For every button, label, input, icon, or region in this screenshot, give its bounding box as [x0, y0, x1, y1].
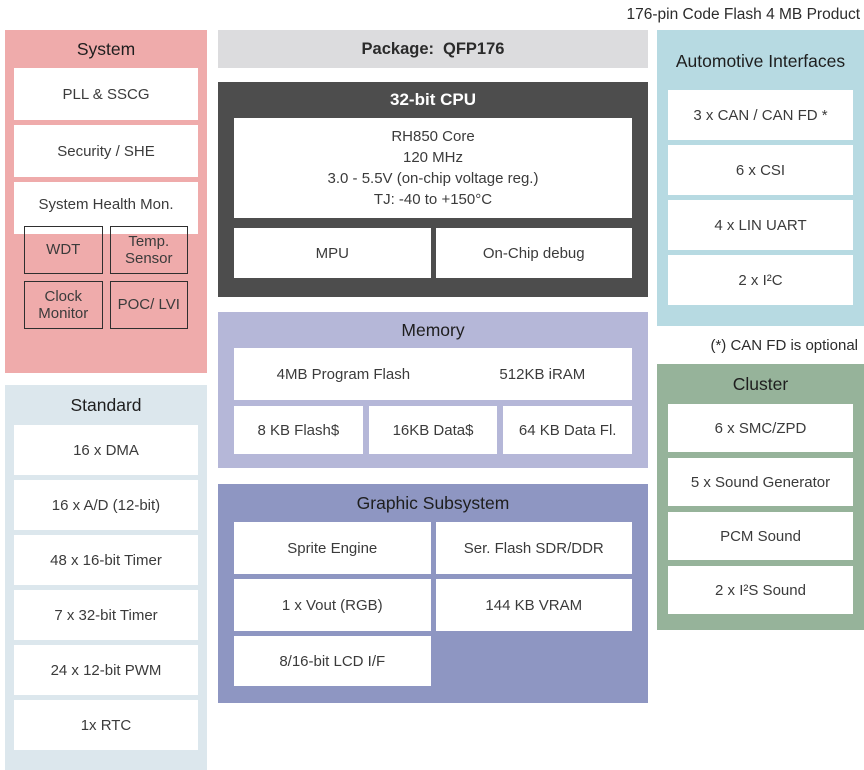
standard-item-32bit-timer: 7 x 32-bit Timer: [14, 590, 198, 640]
memory-data-cache: 16KB Data$: [368, 406, 498, 454]
cluster-title: Cluster: [732, 373, 789, 394]
standard-item-rtc: 1x RTC: [14, 700, 198, 750]
system-health-monitor-box: System Health Mon. WDT Temp. Sensor Cloc…: [14, 182, 198, 329]
cpu-onchip-debug-box: On-Chip debug: [435, 228, 632, 278]
cluster-i2s-sound: 2 x I²S Sound: [668, 566, 853, 614]
cpu-core-voltage: 3.0 - 5.5V (on-chip voltage reg.): [327, 170, 539, 187]
automotive-lin-uart: 4 x LIN UART: [668, 200, 853, 250]
cpu-core-box: RH850 Core 120 MHz 3.0 - 5.5V (on-chip v…: [234, 118, 632, 218]
cluster-sound-generator: 5 x Sound Generator: [668, 458, 853, 506]
cpu-title: 32-bit CPU: [390, 90, 476, 109]
automotive-csi: 6 x CSI: [668, 145, 853, 195]
product-label: 176-pin Code Flash 4 MB Product: [626, 6, 860, 23]
system-health-grid: WDT Temp. Sensor Clock Monitor POC/ LVI: [24, 226, 188, 329]
memory-row-flash-iram: 4MB Program Flash 512KB iRAM: [234, 348, 632, 400]
memory-program-flash: 4MB Program Flash: [276, 365, 411, 383]
cpu-core-name: RH850 Core: [391, 128, 475, 145]
cpu-sub-row: MPU On-Chip debug: [234, 228, 632, 278]
cluster-smc-zpd: 6 x SMC/ZPD: [668, 404, 853, 452]
canfd-footnote: (*) CAN FD is optional: [710, 337, 858, 354]
graphic-vram: 144 KB VRAM: [435, 579, 632, 631]
memory-flash-cache: 8 KB Flash$: [234, 406, 363, 454]
health-cell-temp-sensor: Temp. Sensor: [109, 226, 188, 274]
system-block: System PLL & SSCG Security / SHE System …: [5, 30, 207, 373]
memory-block: Memory 4MB Program Flash 512KB iRAM 8 KB…: [218, 312, 648, 468]
cpu-core-frequency: 120 MHz: [402, 149, 464, 166]
package-label: Package:: [361, 39, 434, 58]
graphic-lcd-interface: 8/16-bit LCD I/F: [234, 636, 431, 686]
health-cell-clock-monitor: Clock Monitor: [24, 281, 103, 329]
memory-iram: 512KB iRAM: [499, 365, 586, 383]
standard-item-adc: 16 x A/D (12-bit): [14, 480, 198, 530]
memory-cache-row: 8 KB Flash$ 16KB Data$ 64 KB Data Fl.: [234, 406, 633, 454]
cpu-mpu-box: MPU: [234, 228, 431, 278]
automotive-can: 3 x CAN / CAN FD *: [668, 90, 853, 140]
system-item-security-she: Security / SHE: [14, 125, 198, 177]
cpu-block: 32-bit CPU RH850 Core 120 MHz 3.0 - 5.5V…: [218, 82, 648, 297]
system-item-pll-sscg: PLL & SSCG: [14, 68, 198, 120]
package-value: QFP176: [443, 39, 505, 58]
memory-data-flash: 64 KB Data Fl.: [503, 406, 633, 454]
cluster-block: Cluster 6 x SMC/ZPD 5 x Sound Generator …: [657, 364, 864, 630]
graphic-vout: 1 x Vout (RGB): [234, 579, 431, 631]
health-cell-wdt: WDT: [24, 226, 103, 274]
standard-title: Standard: [70, 394, 142, 415]
system-health-title: System Health Mon.: [38, 196, 174, 213]
standard-item-16bit-timer: 48 x 16-bit Timer: [14, 535, 198, 585]
graphic-grid: Sprite Engine Ser. Flash SDR/DDR 1 x Vou…: [234, 522, 632, 686]
automotive-i2c: 2 x I²C: [668, 255, 853, 305]
health-cell-poc-lvi: POC/ LVI: [109, 281, 188, 329]
automotive-title: Automotive Interfaces: [675, 50, 846, 71]
graphic-sprite-engine: Sprite Engine: [234, 522, 431, 574]
standard-block: Standard 16 x DMA 16 x A/D (12-bit) 48 x…: [5, 385, 207, 770]
standard-item-pwm: 24 x 12-bit PWM: [14, 645, 198, 695]
standard-item-dma: 16 x DMA: [14, 425, 198, 475]
cluster-pcm-sound: PCM Sound: [668, 512, 853, 560]
graphic-subsystem-block: Graphic Subsystem Sprite Engine Ser. Fla…: [218, 484, 648, 703]
memory-title: Memory: [401, 319, 465, 340]
automotive-interfaces-block: Automotive Interfaces 3 x CAN / CAN FD *…: [657, 30, 864, 326]
cpu-core-temperature: TJ: -40 to +150°C: [373, 191, 493, 208]
package-bar: Package: QFP176: [218, 30, 648, 68]
graphic-serial-flash: Ser. Flash SDR/DDR: [435, 522, 632, 574]
system-title: System: [76, 38, 136, 59]
graphic-title: Graphic Subsystem: [356, 492, 510, 513]
